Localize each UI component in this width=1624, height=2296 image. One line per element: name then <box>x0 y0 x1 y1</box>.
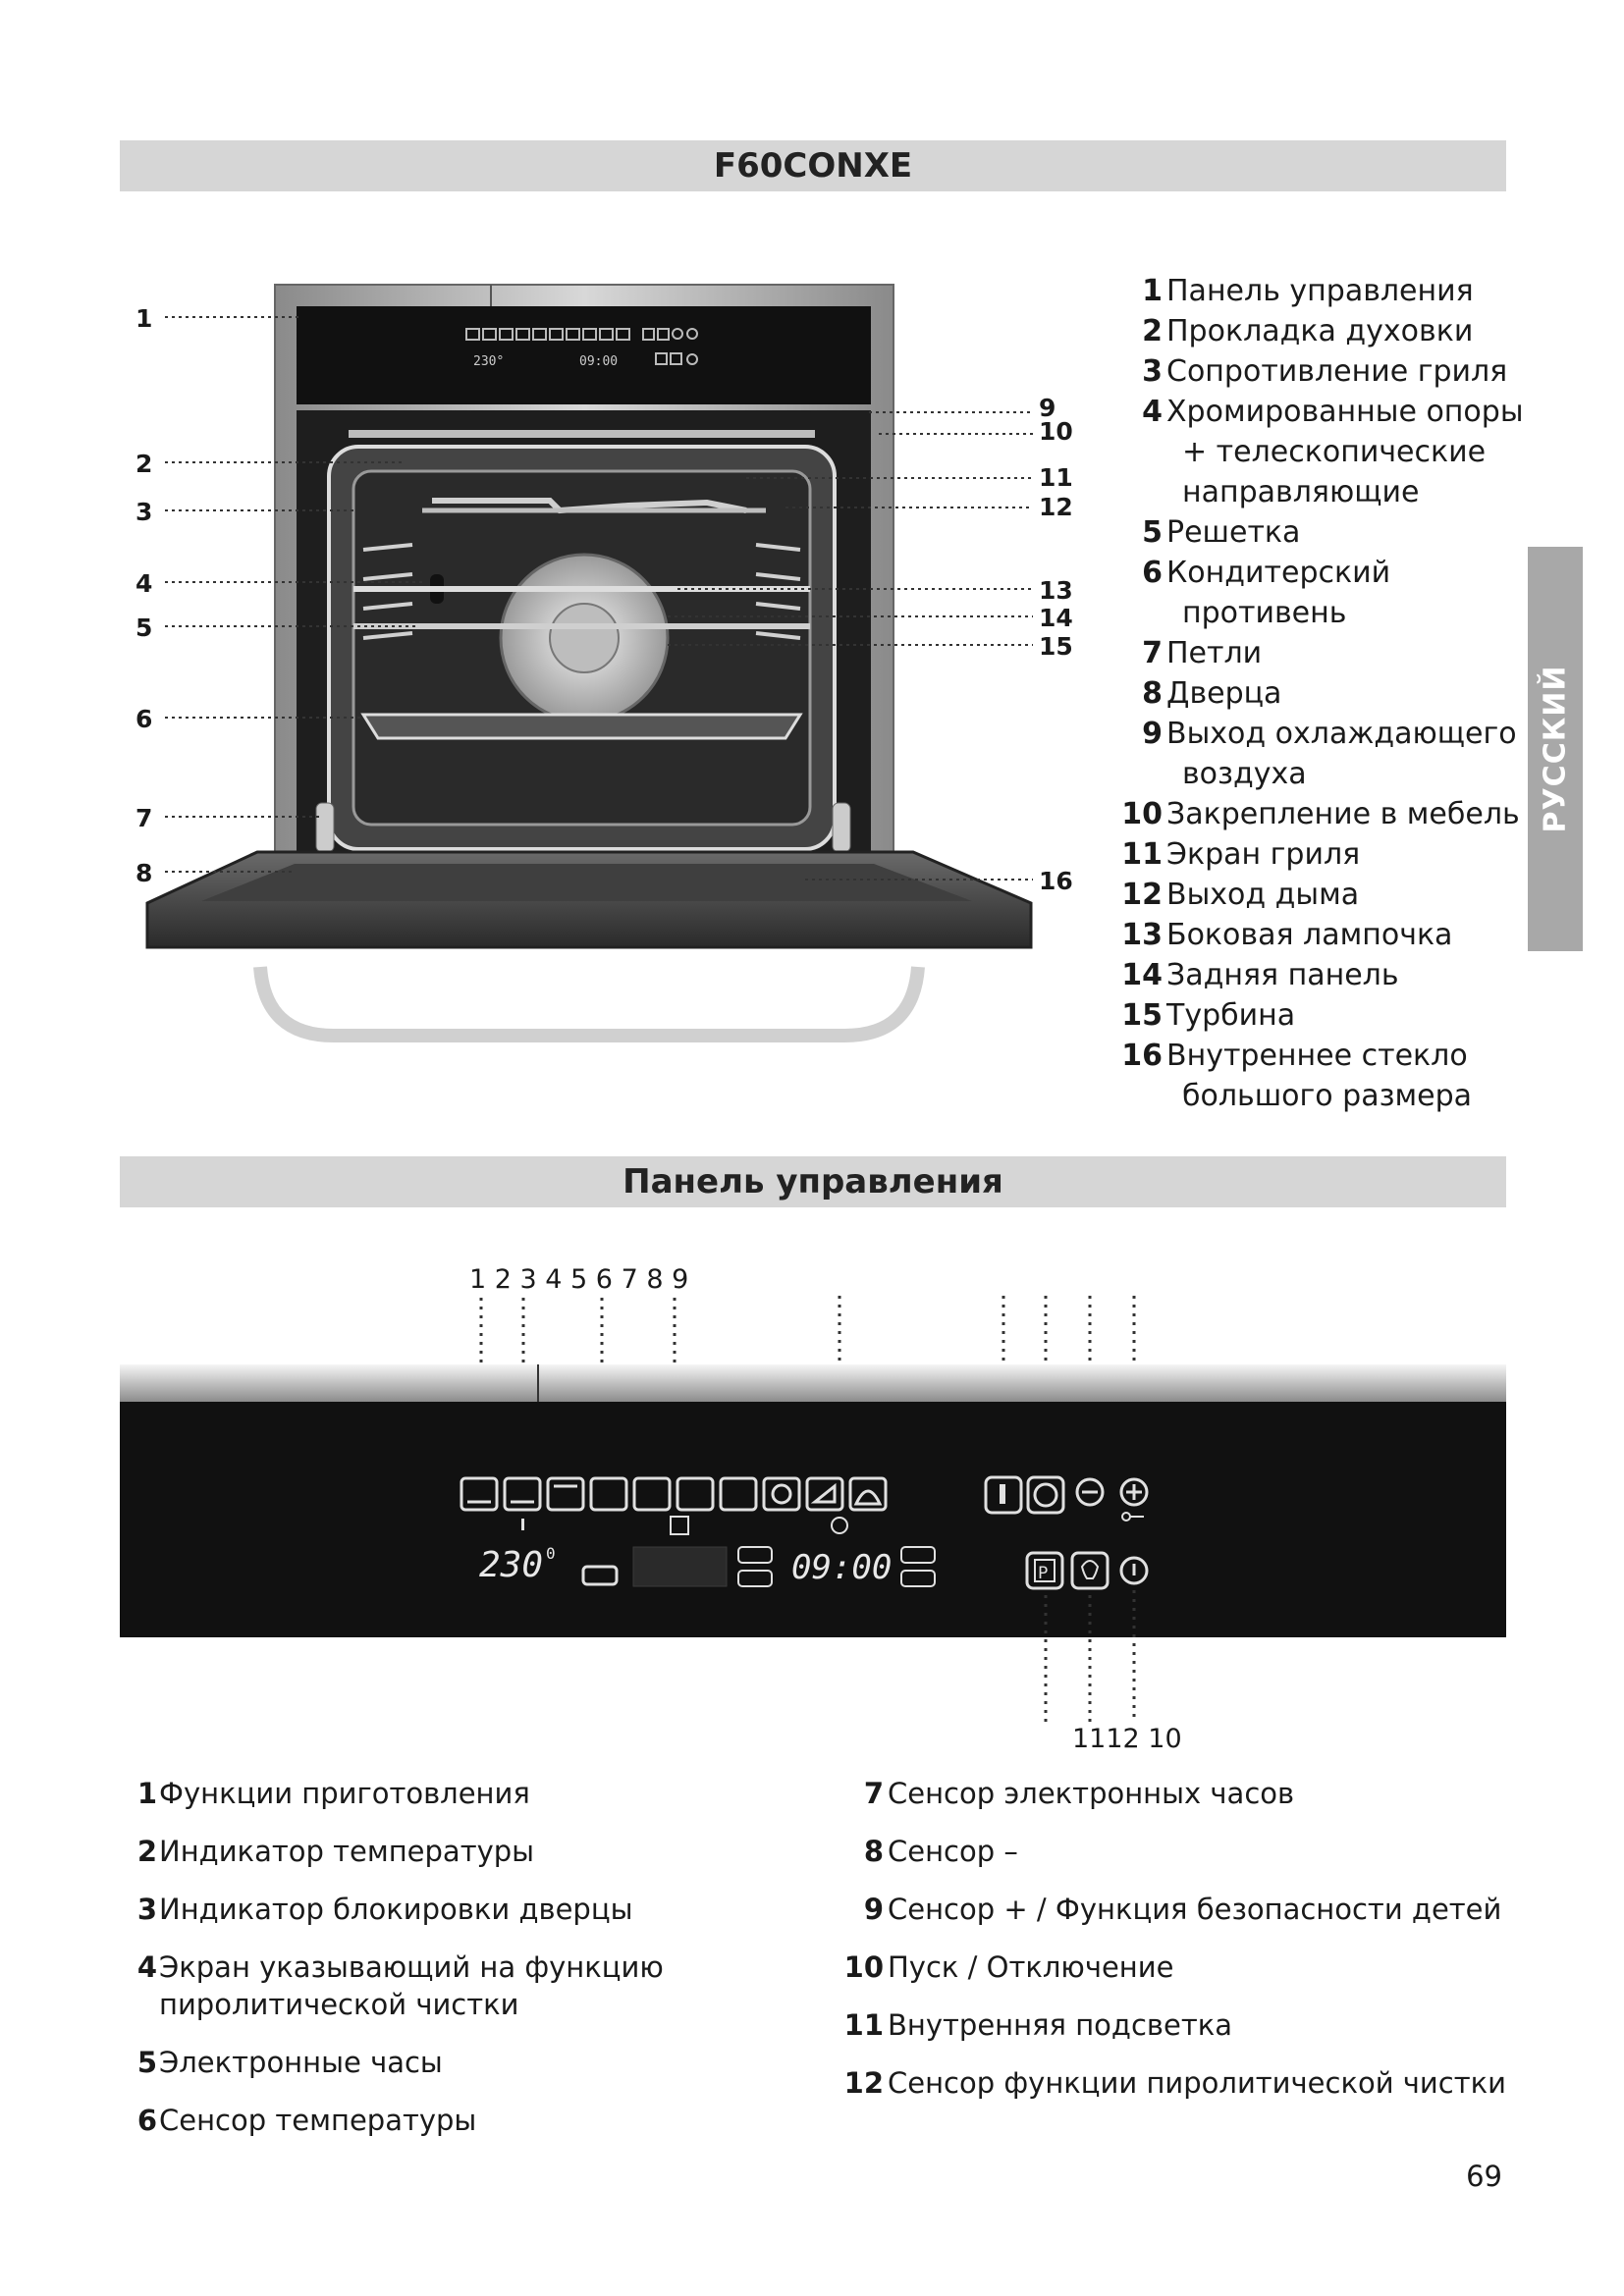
legend-number: 1 <box>120 1775 157 1812</box>
legend-number: 7 <box>839 1775 884 1812</box>
legend-number: 12 <box>839 2064 884 2102</box>
legend-label: Электронные часы <box>159 2046 443 2079</box>
legend-label: Пуск / Отключение <box>888 1950 1173 1984</box>
legend-label: Внутренняя подсветка <box>888 2008 1232 2042</box>
panel-top-callouts: 1 2 3 4 5 6 7 8 9 <box>469 1264 688 1295</box>
panel-bottom-callouts: 1112 10 <box>1072 1724 1182 1754</box>
legend-number: 11 <box>839 2006 884 2044</box>
legend-label: Сенсор электронных часов <box>888 1777 1294 1810</box>
pyrolysis-screen <box>633 1547 727 1586</box>
legend-label: Сенсор – <box>888 1835 1018 1868</box>
legend-number: 5 <box>120 2044 157 2081</box>
legend-label: Сенсор температуры <box>159 2104 476 2137</box>
panel-top-strip <box>120 1364 1506 1402</box>
legend-label: Функции приготовления <box>159 1777 530 1810</box>
legend-label: Индикатор температуры <box>159 1835 534 1868</box>
legend-number: 9 <box>839 1891 884 1928</box>
pyrolysis-button-label: P <box>1038 1564 1048 1583</box>
legend-number: 3 <box>120 1891 157 1928</box>
legend-label: Сенсор + / Функция безопасности детей <box>888 1893 1501 1926</box>
temperature-display: 230 <box>479 1545 543 1585</box>
control-panel-illustration: 1 2 3 4 5 6 7 8 9 <box>0 0 1624 1767</box>
temperature-unit: 0 <box>546 1544 556 1563</box>
legend-label: Экран указывающий на функцию <box>159 1950 664 1984</box>
legend-label: Сенсор функции пиролитической чистки <box>888 2066 1506 2100</box>
panel-body <box>120 1402 1506 1637</box>
legend-number: 6 <box>120 2102 157 2139</box>
legend-number: 8 <box>839 1833 884 1870</box>
legend-number: 4 <box>120 1949 157 1986</box>
clock-display: 09:00 <box>791 1548 892 1587</box>
legend-label: Индикатор блокировки дверцы <box>159 1893 632 1926</box>
legend-number: 10 <box>839 1949 884 1986</box>
page-number: 69 <box>1443 2160 1502 2193</box>
legend-label-continued: пиролитической чистки <box>159 1986 807 2023</box>
legend-number: 2 <box>120 1833 157 1870</box>
